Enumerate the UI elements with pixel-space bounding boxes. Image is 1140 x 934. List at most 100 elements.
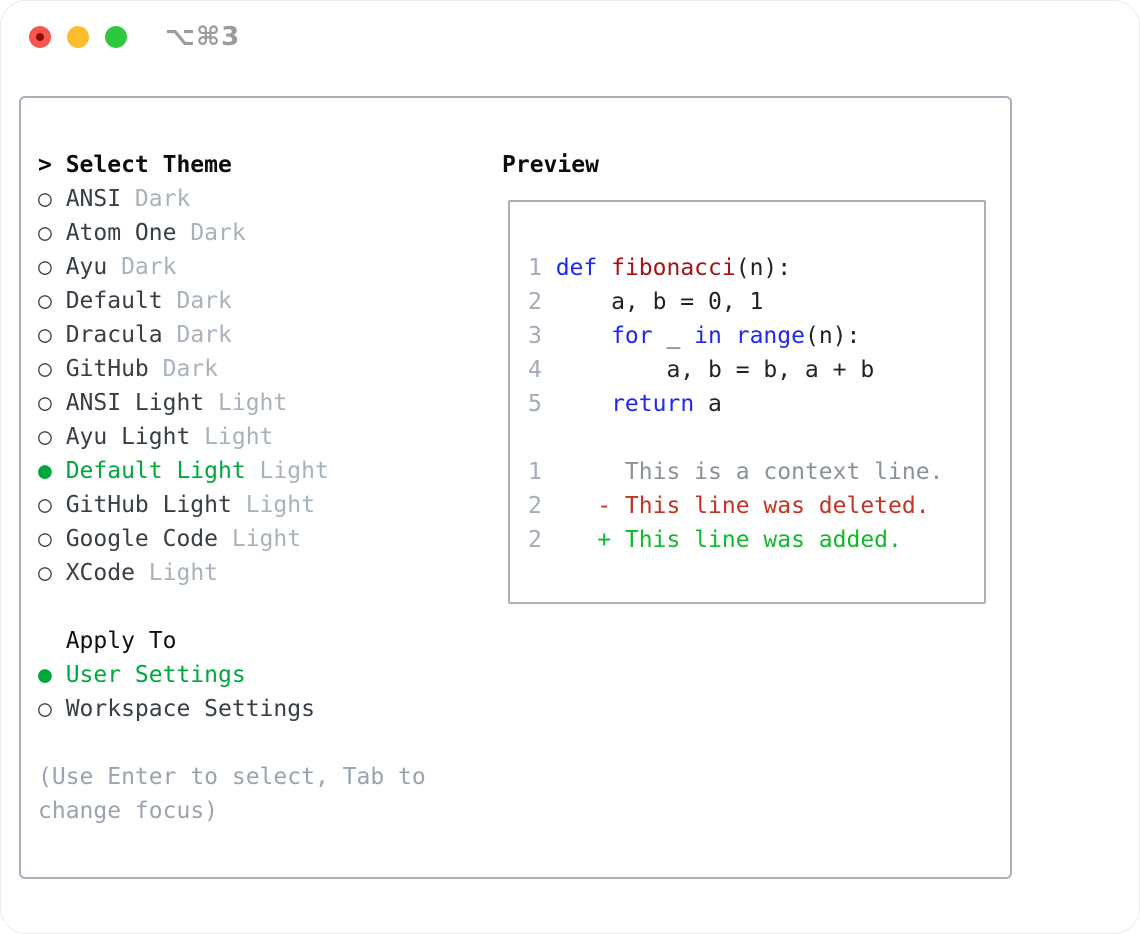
radio-icon: ○ <box>38 424 52 450</box>
code-token-plain <box>556 391 611 417</box>
close-dot-icon <box>36 33 44 41</box>
preview-title: Preview <box>502 152 599 178</box>
theme-option[interactable]: ○ Default Dark <box>38 284 329 318</box>
theme-option[interactable]: ○ Ayu Light Light <box>38 420 329 454</box>
theme-name: Ayu Light <box>65 424 191 450</box>
preview-code-line: 1 def fibonacci(n): <box>528 251 966 285</box>
code-token-keyword: in <box>694 323 722 349</box>
theme-option[interactable]: ○ Google Code Light <box>38 522 329 556</box>
selected-radio-icon: ● <box>38 458 52 484</box>
cursor-marker-icon: > <box>38 152 52 178</box>
apply-to-option[interactable]: ● User Settings <box>38 658 315 692</box>
line-number: 4 <box>528 357 542 383</box>
apply-to-options: ● User Settings ○Workspace Settings <box>38 658 315 726</box>
traffic-lights <box>29 26 127 48</box>
code-token-plain: (n): <box>804 323 861 349</box>
code-token-plain <box>556 323 611 349</box>
selected-radio-icon: ● <box>38 662 52 688</box>
theme-option[interactable]: ○ Dracula Dark <box>38 318 329 352</box>
diff-text-added: + This line was added. <box>555 527 902 553</box>
help-text-line: (Use Enter to select, Tab to <box>38 764 426 790</box>
apply-to-section: Apply To ● User Settings ○Workspace Settin… <box>38 624 315 726</box>
theme-name: Google Code <box>65 526 219 552</box>
code-token-keyword: return <box>611 391 695 417</box>
radio-icon: ○ <box>38 560 52 586</box>
code-token-plain: (n): <box>735 255 792 281</box>
preview-code-line: 4 a, b = b, a + b <box>528 353 966 387</box>
theme-option[interactable]: ○ Atom One Dark <box>38 216 329 250</box>
code-token-function: fibonacci <box>611 255 736 281</box>
theme-variant: Light <box>259 458 329 484</box>
code-token-keyword: for <box>611 323 653 349</box>
theme-option[interactable]: ○ Ayu Dark <box>38 250 329 284</box>
theme-variant: Light <box>245 492 315 518</box>
theme-name: XCode <box>65 560 135 586</box>
line-number: 2 <box>528 289 542 315</box>
diff-text-context: This is a context line. <box>555 459 944 485</box>
theme-variant: Light <box>204 424 274 450</box>
preview-diff-line: 2 - This line was deleted. <box>528 489 966 523</box>
theme-name: Dracula <box>65 322 163 348</box>
code-token-plain: _ <box>652 323 695 349</box>
theme-option[interactable]: ○ ANSI Dark <box>38 182 329 216</box>
apply-to-title: Apply To <box>65 628 177 654</box>
code-token-plain <box>597 255 611 281</box>
close-button-icon[interactable] <box>29 26 51 48</box>
help-text-line: change focus) <box>38 798 219 824</box>
theme-variant: Dark <box>190 220 246 246</box>
radio-icon: ○ <box>38 390 52 416</box>
theme-variant: Light <box>218 390 288 416</box>
code-token-plain: a, b = 0, 1 <box>555 289 764 315</box>
diff-text-deleted: - This line was deleted. <box>555 493 930 519</box>
line-number: 1 <box>528 459 542 485</box>
radio-icon: ○ <box>38 254 52 280</box>
theme-name: ANSI Light <box>65 390 205 416</box>
zoom-button-icon[interactable] <box>105 26 127 48</box>
theme-name: ANSI <box>65 186 122 212</box>
preview-code-line: 3 for _ in range(n): <box>528 319 966 353</box>
code-token-plain: a <box>694 391 722 417</box>
theme-variant: Dark <box>134 186 191 212</box>
theme-variant: Light <box>231 526 302 552</box>
theme-variant: Dark <box>176 322 232 348</box>
code-token-keyword: range <box>735 323 805 349</box>
preview-diff-line: 1 This is a context line. <box>528 455 966 489</box>
theme-option[interactable]: ○ ANSI Light Light <box>38 386 329 420</box>
theme-list-title: Select Theme <box>65 152 232 178</box>
theme-option[interactable]: ● Default Light Light <box>38 454 329 488</box>
radio-icon: ○ <box>38 492 52 518</box>
theme-name: GitHub <box>65 356 149 382</box>
radio-icon: ○ <box>38 288 52 314</box>
line-number: 5 <box>528 391 542 417</box>
line-number: 2 <box>528 527 542 553</box>
theme-option[interactable]: ○ GitHub Light Light <box>38 488 329 522</box>
apply-to-title-row: Apply To <box>38 624 315 658</box>
preview-diff-line: 2 + This line was added. <box>528 523 966 557</box>
theme-name: Default <box>65 288 163 314</box>
radio-icon: ○ <box>38 220 52 246</box>
theme-variant: Dark <box>121 254 177 280</box>
minimize-button-icon[interactable] <box>67 26 89 48</box>
apply-to-option[interactable]: ○Workspace Settings <box>38 692 315 726</box>
radio-icon: ○ <box>38 526 52 552</box>
help-text: (Use Enter to select, Tab to change focus… <box>38 760 426 828</box>
code-token-plain <box>722 323 736 349</box>
theme-name: Atom One <box>65 220 177 246</box>
line-number: 1 <box>528 255 542 281</box>
apply-to-option-label: User Settings <box>65 662 246 688</box>
code-token-plain: a, b = b, a + b <box>555 357 875 383</box>
radio-icon: ○ <box>38 186 52 212</box>
theme-name: Ayu <box>65 254 108 280</box>
radio-icon: ○ <box>38 322 52 348</box>
preview-code-line: 5 return a <box>528 387 966 421</box>
theme-variant: Dark <box>176 288 232 314</box>
theme-name: GitHub Light <box>65 492 232 518</box>
code-token-keyword: def <box>555 255 598 281</box>
theme-name: Default Light <box>65 458 246 484</box>
theme-variant: Dark <box>162 356 219 382</box>
